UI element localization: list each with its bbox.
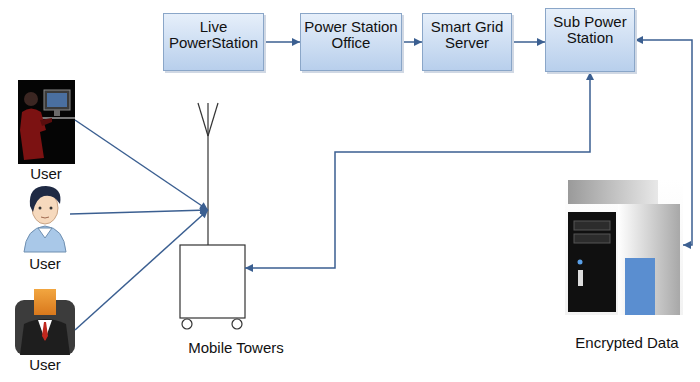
user-icon-art xyxy=(15,289,75,355)
eye xyxy=(39,207,42,210)
head xyxy=(24,92,38,106)
shirt xyxy=(24,226,66,252)
antenna-prong xyxy=(198,103,208,136)
eye xyxy=(50,207,53,210)
suit xyxy=(20,319,70,355)
blue-panel xyxy=(625,258,655,315)
arrow-connector xyxy=(75,120,208,210)
arrow-connector xyxy=(512,41,545,43)
arrow-connector xyxy=(70,210,208,214)
box-label: Power Station Office xyxy=(304,19,398,51)
hair xyxy=(30,186,61,212)
user-node: User xyxy=(15,289,75,355)
arrow-connector xyxy=(635,40,692,245)
node-caption: Encrypted Data xyxy=(575,335,678,351)
tower-cabinet xyxy=(180,245,245,318)
tie xyxy=(42,322,48,341)
antenna-mast xyxy=(207,103,208,245)
user-node: User xyxy=(18,80,75,164)
user-icon-art xyxy=(24,186,66,252)
arrow-connector xyxy=(245,72,590,268)
arrow-connector xyxy=(402,41,422,43)
computer-top xyxy=(568,180,658,204)
torso xyxy=(20,109,46,161)
box-label: Sub Power Station xyxy=(549,14,631,46)
drive-bay xyxy=(574,221,610,230)
user-icon-art xyxy=(18,80,75,164)
connector-group xyxy=(70,40,692,330)
computer-side xyxy=(618,204,680,315)
node-caption: User xyxy=(29,357,61,373)
process-box: Live PowerStation xyxy=(163,13,264,71)
drive-bay xyxy=(574,234,610,243)
monitor-stand xyxy=(54,110,60,116)
node-caption: User xyxy=(30,166,62,182)
box-label: Smart Grid Server xyxy=(426,19,508,51)
node-caption: User xyxy=(29,256,61,272)
collar xyxy=(38,228,52,238)
server-computer: Encrypted Data xyxy=(565,180,683,315)
icon-ground xyxy=(18,80,75,164)
process-box: Sub Power Station xyxy=(545,8,635,72)
desk xyxy=(40,117,75,119)
power-led xyxy=(578,260,583,265)
button xyxy=(578,270,583,286)
antenna-prong xyxy=(208,103,218,136)
user-node: User xyxy=(20,186,70,252)
screen xyxy=(47,93,67,107)
arm xyxy=(40,118,52,126)
tower-art xyxy=(180,103,245,329)
mouth xyxy=(41,217,49,218)
box-label: Live PowerStation xyxy=(167,19,260,51)
monitor xyxy=(44,90,70,110)
shirt xyxy=(38,320,52,340)
wheel xyxy=(232,319,242,329)
head xyxy=(34,289,56,315)
node-caption: Mobile Towers xyxy=(188,340,284,356)
arrow-connector xyxy=(264,41,300,43)
process-box: Smart Grid Server xyxy=(422,13,512,71)
computer-art xyxy=(565,180,683,315)
computer-case xyxy=(568,212,616,312)
process-box: Power Station Office xyxy=(300,13,402,71)
computer-ground xyxy=(565,180,683,315)
wheel xyxy=(182,319,192,329)
mobile-tower: Mobile Towers xyxy=(180,210,245,318)
arrow-connector xyxy=(75,210,208,330)
